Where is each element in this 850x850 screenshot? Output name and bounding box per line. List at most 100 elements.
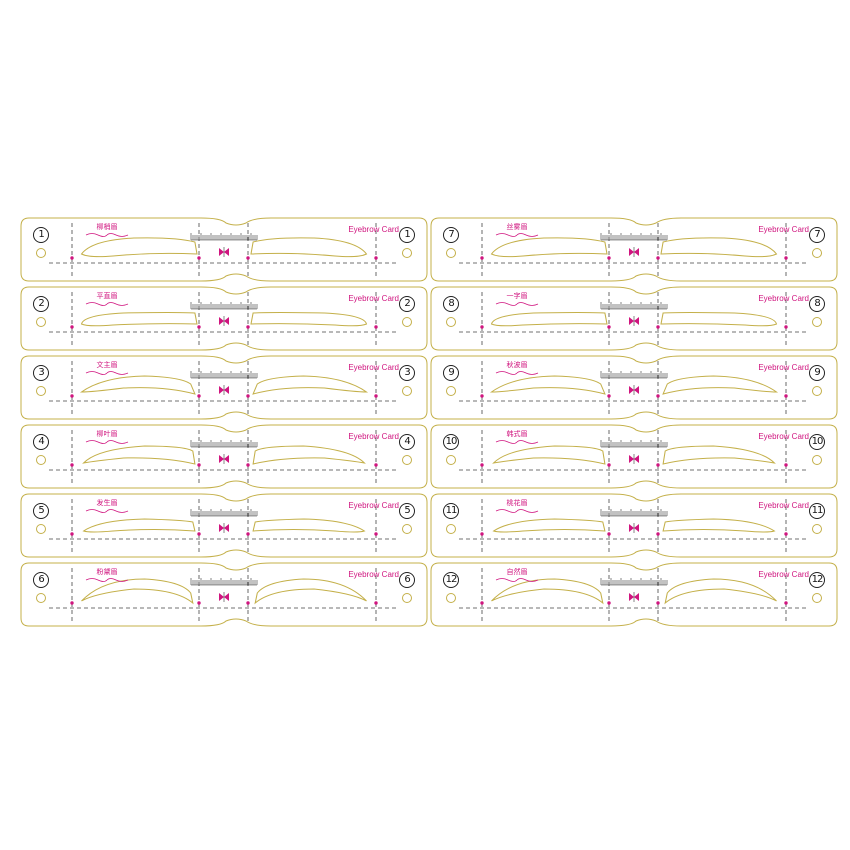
guide-dot	[656, 325, 660, 329]
card-border	[20, 424, 428, 489]
card-title: Eyebrow Card	[758, 363, 809, 372]
flourish-icon	[85, 509, 129, 513]
card-title: Eyebrow Card	[758, 225, 809, 234]
card-number: 8	[809, 296, 825, 312]
guide-dot	[607, 532, 611, 536]
guide-dot	[784, 601, 788, 605]
guide-dot	[197, 256, 201, 260]
brow-style-label: 文主眉	[77, 360, 137, 376]
card-number: 11	[809, 503, 825, 519]
card-number: 3	[33, 365, 49, 381]
card-title: Eyebrow Card	[758, 432, 809, 441]
brow-style-name: 韩式眉	[506, 430, 528, 438]
brow-style-name: 一字眉	[506, 292, 528, 300]
punch-hole	[36, 248, 46, 258]
guide-dot	[246, 394, 250, 398]
guide-dot	[70, 394, 74, 398]
guide-dot	[607, 394, 611, 398]
ruler	[600, 440, 668, 448]
card-border	[430, 355, 838, 420]
brow-style-name: 平直眉	[96, 292, 118, 300]
guide-dot	[480, 463, 484, 467]
card-title: Eyebrow Card	[348, 363, 399, 372]
card-border	[430, 217, 838, 282]
guide-dot	[607, 463, 611, 467]
punch-hole	[402, 386, 412, 396]
left-brow-outline	[80, 237, 198, 258]
punch-hole	[402, 593, 412, 603]
guide-dot	[784, 394, 788, 398]
left-brow-outline	[79, 375, 196, 395]
guide-dot	[374, 463, 378, 467]
flourish-icon	[85, 440, 129, 444]
brow-style-name: 桃花眉	[506, 499, 528, 507]
card-number: 2	[33, 296, 49, 312]
guide-dot	[70, 532, 74, 536]
punch-hole	[36, 386, 46, 396]
card-number: 1	[33, 227, 49, 243]
right-brow-outline	[660, 237, 778, 258]
guide-dot	[197, 325, 201, 329]
card-outline	[430, 217, 838, 282]
card-number: 3	[399, 365, 415, 381]
card-border	[430, 424, 838, 489]
brow-style-label: 一字眉	[487, 291, 547, 307]
right-brow-outline	[254, 578, 367, 605]
guide-dot	[607, 325, 611, 329]
guide-dot	[480, 325, 484, 329]
guide-dot	[480, 601, 484, 605]
card-title: Eyebrow Card	[348, 432, 399, 441]
left-brow-outline	[490, 237, 608, 258]
brow-style-name: 自然眉	[506, 568, 528, 576]
ruler	[190, 233, 258, 241]
punch-hole	[446, 386, 456, 396]
card-number: 6	[33, 572, 49, 588]
guide-dot	[607, 601, 611, 605]
flourish-icon	[85, 302, 129, 306]
brow-style-label: 柳梢眉	[77, 222, 137, 238]
ruler	[190, 509, 258, 517]
brow-style-label: 粉黛眉	[77, 567, 137, 583]
punch-hole	[36, 593, 46, 603]
card-number: 4	[399, 434, 415, 450]
guide-dot	[197, 394, 201, 398]
guide-dot	[784, 463, 788, 467]
brow-style-name: 秋波眉	[506, 361, 528, 369]
card-border	[20, 493, 428, 558]
brow-style-name: 柳叶眉	[96, 430, 118, 438]
guide-dot	[246, 256, 250, 260]
right-brow-outline	[662, 375, 779, 395]
guide-dot	[70, 463, 74, 467]
card-outline	[430, 424, 838, 489]
card-number: 5	[399, 503, 415, 519]
brow-style-label: 桃花眉	[487, 498, 547, 514]
punch-hole	[812, 524, 822, 534]
card-number: 12	[443, 572, 459, 588]
card-outline	[20, 562, 428, 627]
card-number: 7	[809, 227, 825, 243]
brow-style-label: 自然眉	[487, 567, 547, 583]
card-number: 6	[399, 572, 415, 588]
right-brow-outline	[250, 312, 368, 327]
flourish-icon	[495, 509, 539, 513]
punch-hole	[812, 386, 822, 396]
card-outline	[430, 493, 838, 558]
guide-dot	[374, 394, 378, 398]
guide-dot	[656, 601, 660, 605]
card-number: 11	[443, 503, 459, 519]
punch-hole	[402, 524, 412, 534]
guide-dot	[197, 601, 201, 605]
flourish-icon	[85, 233, 129, 237]
card-number: 8	[443, 296, 459, 312]
card-border	[20, 355, 428, 420]
guide-dot	[374, 256, 378, 260]
guide-dot	[656, 394, 660, 398]
brow-style-name: 丝雾眉	[506, 223, 528, 231]
card-border	[430, 562, 838, 627]
punch-hole	[36, 524, 46, 534]
card-number: 12	[809, 572, 825, 588]
punch-hole	[446, 317, 456, 327]
